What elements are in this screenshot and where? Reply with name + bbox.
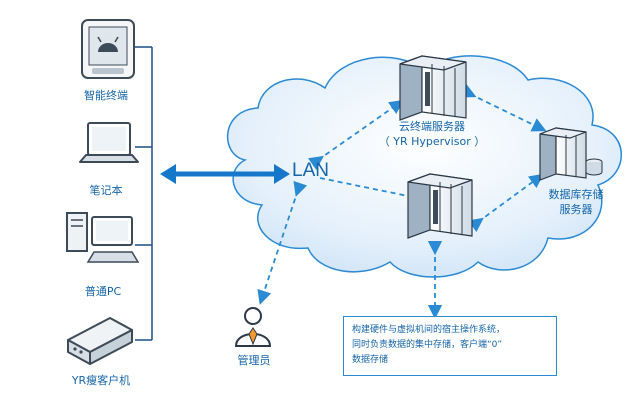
device-label-thin-client: YR瘦客户机 bbox=[71, 374, 131, 387]
device-label-smart-terminal: 智能终端 bbox=[84, 89, 128, 102]
cloud-server-label: 云终端服务器 bbox=[399, 120, 465, 133]
lan-label: LAN bbox=[292, 160, 329, 181]
description-line-3: 数据存储 bbox=[352, 355, 389, 365]
dashed-connectors bbox=[257, 84, 547, 320]
description-line-2: 同时负责数据的集中存储，客户端“0” bbox=[352, 340, 503, 350]
device-label-pc: 普通PC bbox=[84, 285, 122, 298]
description-box: 构建硬件与虚拟机间的宿主操作系统， 同时负责数据的集中存储，客户端“0” 数据存… bbox=[343, 316, 557, 376]
desktop-pc-icon bbox=[66, 212, 140, 263]
database-server-icon bbox=[539, 127, 603, 181]
laptop-icon bbox=[79, 122, 139, 163]
admin-label: 管理员 bbox=[237, 354, 271, 367]
bus-lan-arrow bbox=[160, 164, 290, 184]
cloud-server-sublabel: （ YR Hypervisor ） bbox=[378, 135, 486, 148]
cloud-server-icon bbox=[399, 55, 467, 121]
storage-server-icon bbox=[407, 173, 473, 239]
db-server-label-line1: 数据库存储 bbox=[548, 188, 604, 201]
device-bus-line bbox=[135, 46, 153, 341]
smart-terminal-icon bbox=[81, 19, 135, 79]
description-line-1: 构建硬件与虚拟机间的宿主操作系统， bbox=[352, 325, 506, 335]
device-label-laptop: 笔记本 bbox=[89, 184, 123, 197]
thin-client-icon bbox=[67, 317, 133, 365]
db-server-label-line2: 服务器 bbox=[559, 203, 593, 216]
administrator-icon bbox=[234, 307, 272, 347]
